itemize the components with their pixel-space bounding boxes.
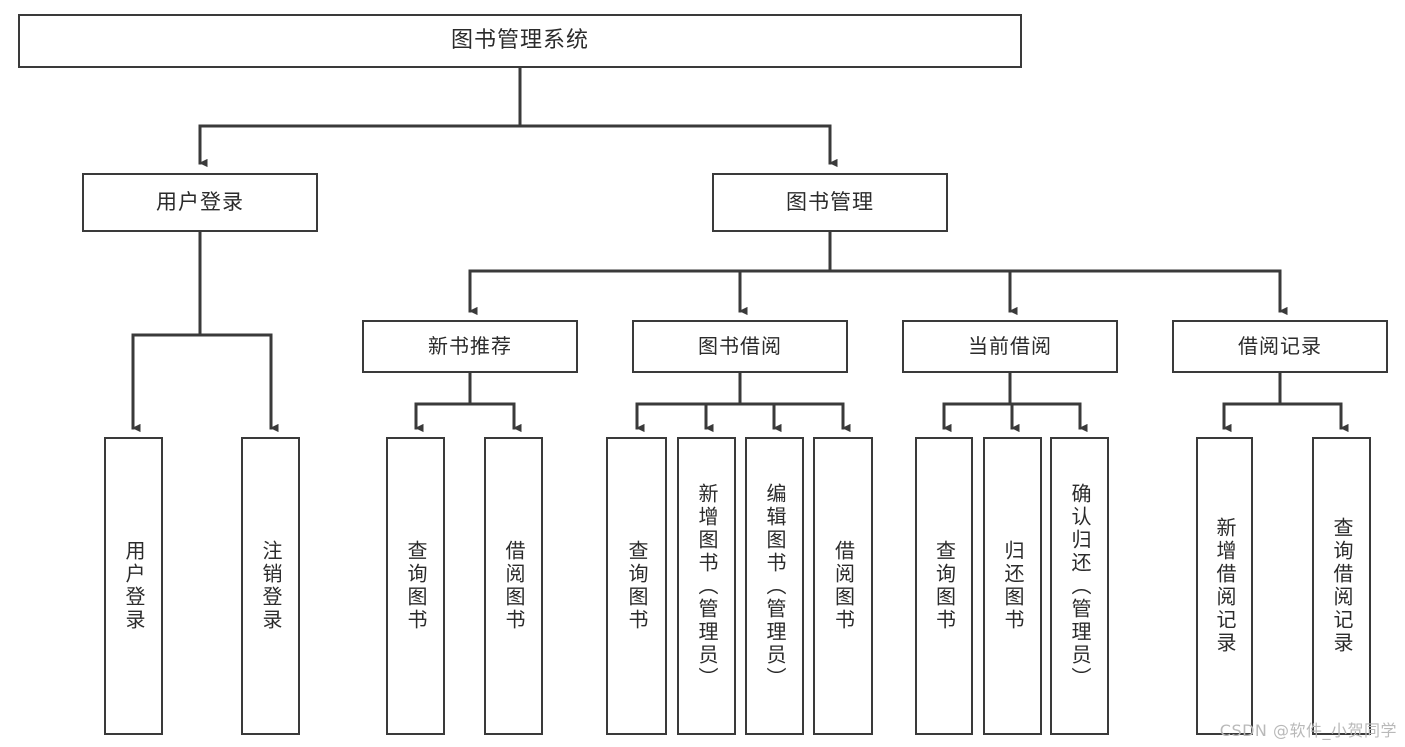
node-leaf-query-book-1[interactable]: 查询图书 [386,437,445,735]
node-leaf-query-book-2-label: 查询图书 [625,540,649,632]
node-current-borrow-label: 当前借阅 [968,334,1052,358]
node-leaf-user-login[interactable]: 用户登录 [104,437,163,735]
node-leaf-borrow-book-1-label: 借阅图书 [502,540,526,632]
node-leaf-add-book-label: 新增图书（管理员） [695,482,719,690]
node-book-manage[interactable]: 图书管理 [712,173,948,232]
node-leaf-confirm-return-label: 确认归还（管理员） [1068,482,1092,690]
node-book-borrow[interactable]: 图书借阅 [632,320,848,373]
node-current-borrow[interactable]: 当前借阅 [902,320,1118,373]
node-leaf-edit-book[interactable]: 编辑图书（管理员） [745,437,804,735]
node-leaf-query-book-3-label: 查询图书 [932,540,957,632]
node-new-book-recommend-label: 新书推荐 [428,334,512,358]
node-leaf-user-login-label: 用户登录 [122,540,146,632]
node-leaf-query-record[interactable]: 查询借阅记录 [1312,437,1371,735]
node-leaf-add-record[interactable]: 新增借阅记录 [1196,437,1253,735]
node-leaf-return-book[interactable]: 归还图书 [983,437,1042,735]
node-leaf-borrow-book-2[interactable]: 借阅图书 [813,437,873,735]
node-leaf-query-book-3[interactable]: 查询图书 [915,437,973,735]
node-user-login[interactable]: 用户登录 [82,173,318,232]
node-leaf-logout-login[interactable]: 注销登录 [241,437,300,735]
node-leaf-query-book-1-label: 查询图书 [404,540,428,632]
node-root[interactable]: 图书管理系统 [18,14,1022,68]
node-leaf-return-book-label: 归还图书 [1001,540,1025,632]
node-leaf-borrow-book-2-label: 借阅图书 [831,540,856,632]
node-borrow-record-label: 借阅记录 [1238,334,1322,358]
node-leaf-logout-login-label: 注销登录 [259,540,283,632]
node-leaf-query-book-2[interactable]: 查询图书 [606,437,667,735]
node-leaf-borrow-book-1[interactable]: 借阅图书 [484,437,543,735]
node-leaf-query-record-label: 查询借阅记录 [1330,517,1354,655]
node-book-manage-label: 图书管理 [786,190,874,215]
node-leaf-add-record-label: 新增借阅记录 [1213,517,1237,655]
node-leaf-confirm-return[interactable]: 确认归还（管理员） [1050,437,1109,735]
node-user-login-label: 用户登录 [156,190,244,215]
node-borrow-record[interactable]: 借阅记录 [1172,320,1388,373]
node-book-borrow-label: 图书借阅 [698,334,782,358]
node-new-book-recommend[interactable]: 新书推荐 [362,320,578,373]
watermark: CSDN @软件_小贺同学 [1219,721,1397,740]
node-root-label: 图书管理系统 [450,28,589,54]
node-leaf-edit-book-label: 编辑图书（管理员） [763,482,787,690]
node-leaf-add-book[interactable]: 新增图书（管理员） [677,437,736,735]
